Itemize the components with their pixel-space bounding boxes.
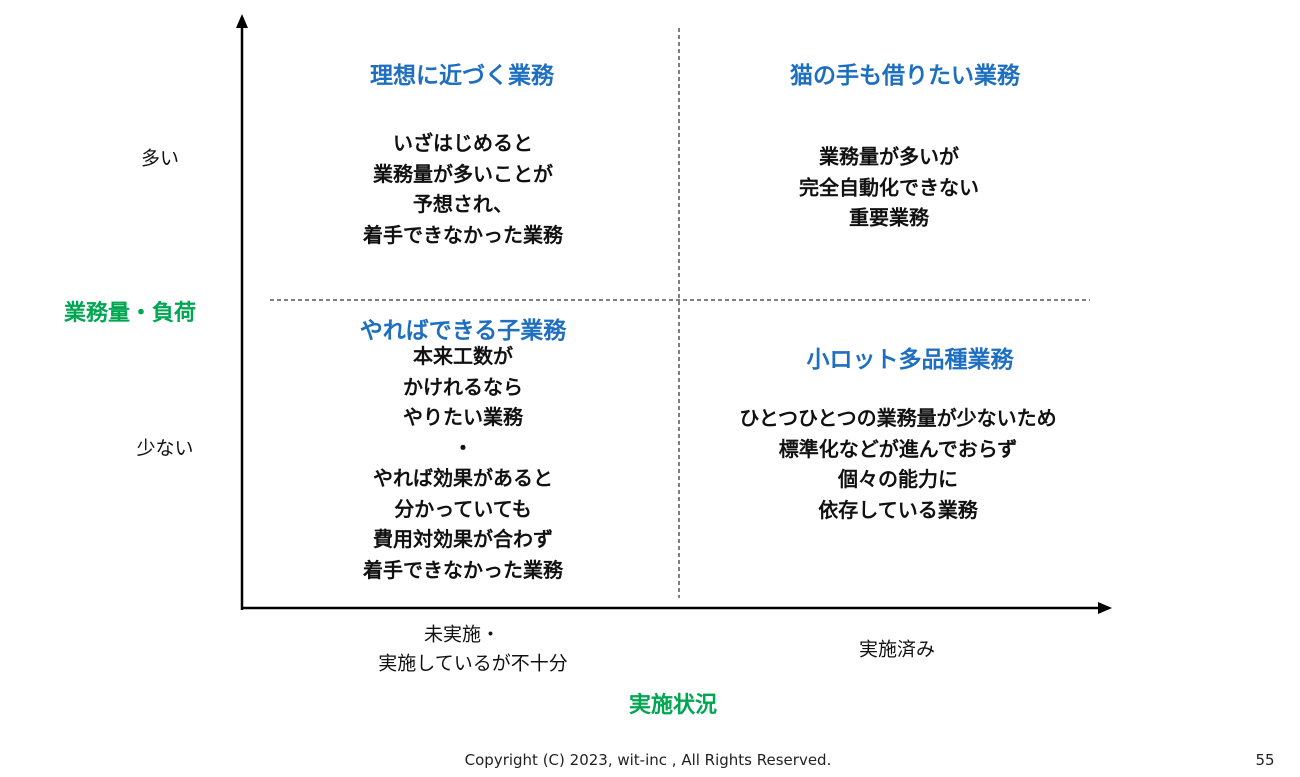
- line: 着手できなかった業務: [363, 557, 563, 582]
- line: かけれるなら: [403, 374, 523, 399]
- y-axis-arrow: [236, 14, 248, 28]
- x-axis-title: 実施状況: [628, 693, 718, 718]
- line: 標準化などが進んでおらず: [778, 436, 1018, 461]
- line: 完全自動化できない: [799, 174, 979, 199]
- x-left-label-1: 未実施・: [423, 623, 501, 646]
- line: 業務量が多いが: [819, 144, 959, 169]
- line: 本来工数が: [413, 344, 513, 368]
- line: やりたい業務: [403, 405, 523, 429]
- line: 依存している業務: [818, 497, 978, 522]
- line: 着手できなかった業務: [363, 222, 563, 247]
- copyright: Copyright (C) 2023, wit-inc , All Rights…: [464, 751, 832, 769]
- y-high-label: 多い: [140, 147, 180, 170]
- quadrant-title-bottom-left: やればできる子業務: [359, 318, 567, 344]
- quadrant-body-top-right: 業務量が多いが 完全自動化できない 重要業務: [799, 141, 979, 233]
- line: やれば効果があると: [373, 466, 553, 490]
- quadrant-body-bottom-left: 本来工数が かけれるなら やりたい業務 ・ やれば効果があると 分かっていても …: [363, 341, 563, 585]
- line: 個々の能力に: [837, 467, 958, 491]
- line: ひとつひとつの業務量が少ないため: [739, 406, 1057, 430]
- line: 重要業務: [849, 205, 929, 230]
- quadrant-body-top-left: いざはじめると 業務量が多いことが 予想され、 着手できなかった業務: [363, 128, 563, 250]
- line: いざはじめると: [393, 131, 533, 155]
- x-axis-arrow: [1098, 602, 1112, 614]
- line: 業務量が多いことが: [373, 161, 553, 186]
- x-right-label: 実施済み: [858, 638, 936, 661]
- y-low-label: 少ない: [136, 437, 194, 460]
- quadrant-title-top-left: 理想に近づく業務: [370, 63, 554, 89]
- quadrant-body-bottom-right: ひとつひとつの業務量が少ないため 標準化などが進んでおらず 個々の能力に 依存し…: [739, 403, 1056, 525]
- line: ・: [453, 435, 473, 460]
- quadrant-title-top-right: 猫の手も借りたい業務: [790, 63, 1020, 89]
- quadrant-title-bottom-right: 小ロット多品種業務: [806, 347, 1014, 373]
- y-axis-title: 業務量・負荷: [63, 301, 197, 326]
- x-left-label-2: 実施しているが不十分: [378, 652, 568, 675]
- line: 分かっていても: [394, 496, 532, 521]
- line: 予想され、: [412, 192, 514, 216]
- line: 費用対効果が合わず: [373, 527, 553, 551]
- page-number: 55: [1255, 751, 1275, 769]
